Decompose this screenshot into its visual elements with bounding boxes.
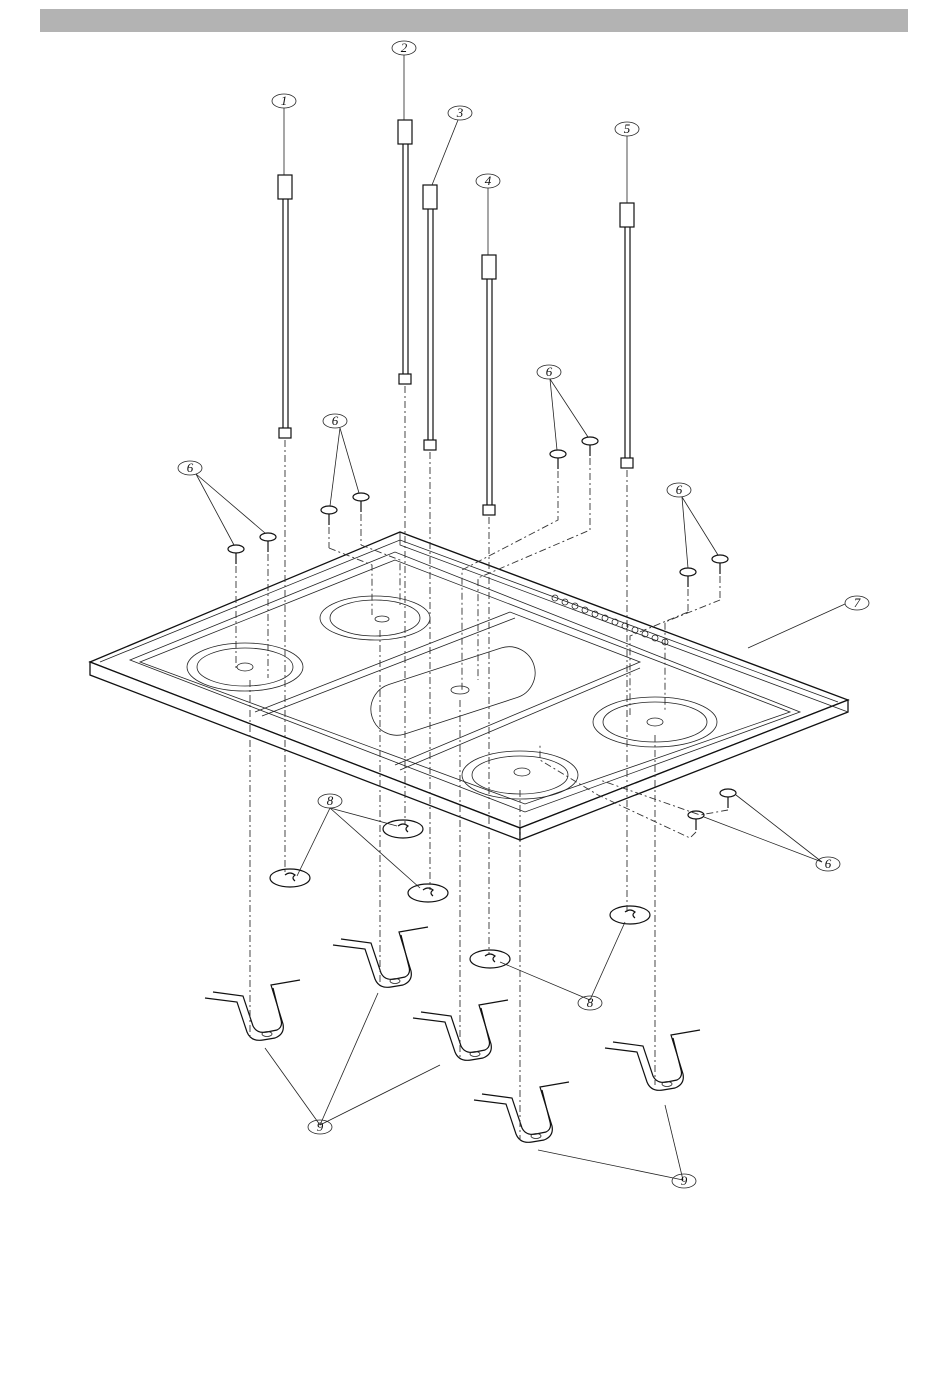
- callout-5-label: 5: [624, 121, 631, 136]
- callout-5: 5: [615, 121, 639, 136]
- callout-6a-label: 6: [187, 460, 194, 475]
- electrode-rod-4: [482, 255, 496, 515]
- callout-9b-label: 9: [681, 1173, 688, 1188]
- retaining-clip: [470, 950, 510, 968]
- screw: [712, 555, 728, 574]
- callout-4-label: 4: [485, 173, 492, 188]
- callout-3-label: 3: [456, 105, 464, 120]
- callout-6d-label: 6: [676, 482, 683, 497]
- callout-8a: 8: [318, 793, 342, 808]
- callout-6d: 6: [667, 482, 691, 497]
- bracket: [333, 927, 428, 987]
- callout-6e-label: 6: [825, 856, 832, 871]
- callout-4: 4: [476, 173, 500, 188]
- callout-1: 1: [272, 93, 296, 108]
- callout-8a-label: 8: [327, 793, 334, 808]
- callout-3: 3: [448, 105, 472, 120]
- callout-8b-label: 8: [587, 995, 594, 1010]
- callout-9a-label: 9: [317, 1119, 324, 1134]
- screw: [260, 533, 276, 552]
- screw: [720, 789, 736, 808]
- callout-7-label: 7: [854, 595, 861, 610]
- callout-9b: 9: [672, 1173, 696, 1188]
- callout-2-label: 2: [401, 40, 408, 55]
- callout-6b-label: 6: [332, 413, 339, 428]
- screw: [550, 450, 566, 469]
- electrode-rod-3: [423, 185, 437, 450]
- screw: [353, 493, 369, 512]
- bracket: [205, 980, 300, 1040]
- burner-brackets: [205, 927, 700, 1142]
- electrode-rod-1: [278, 175, 292, 438]
- retaining-clip: [270, 869, 310, 887]
- callout-1-label: 1: [281, 93, 288, 108]
- callout-6a: 6: [178, 460, 202, 475]
- callout-6c: 6: [537, 364, 561, 379]
- screw: [582, 437, 598, 456]
- callout-6b: 6: [323, 413, 347, 428]
- callout-2: 2: [392, 40, 416, 55]
- bracket: [605, 1030, 700, 1090]
- retaining-clip: [383, 820, 423, 838]
- callout-7: 7: [845, 595, 869, 610]
- electrode-rod-2: [398, 120, 412, 384]
- cooktop-panel: [90, 532, 848, 840]
- callout-8b: 8: [578, 995, 602, 1010]
- screw: [228, 545, 244, 564]
- callout-9a: 9: [308, 1119, 332, 1134]
- bracket: [413, 1000, 508, 1060]
- screw: [321, 506, 337, 525]
- retaining-clip: [408, 884, 448, 902]
- electrode-rod-5: [620, 203, 634, 468]
- bracket: [474, 1082, 569, 1142]
- screw: [680, 568, 696, 587]
- retaining-clip: [610, 906, 650, 924]
- callout-6e: 6: [816, 856, 840, 871]
- callout-6c-label: 6: [546, 364, 553, 379]
